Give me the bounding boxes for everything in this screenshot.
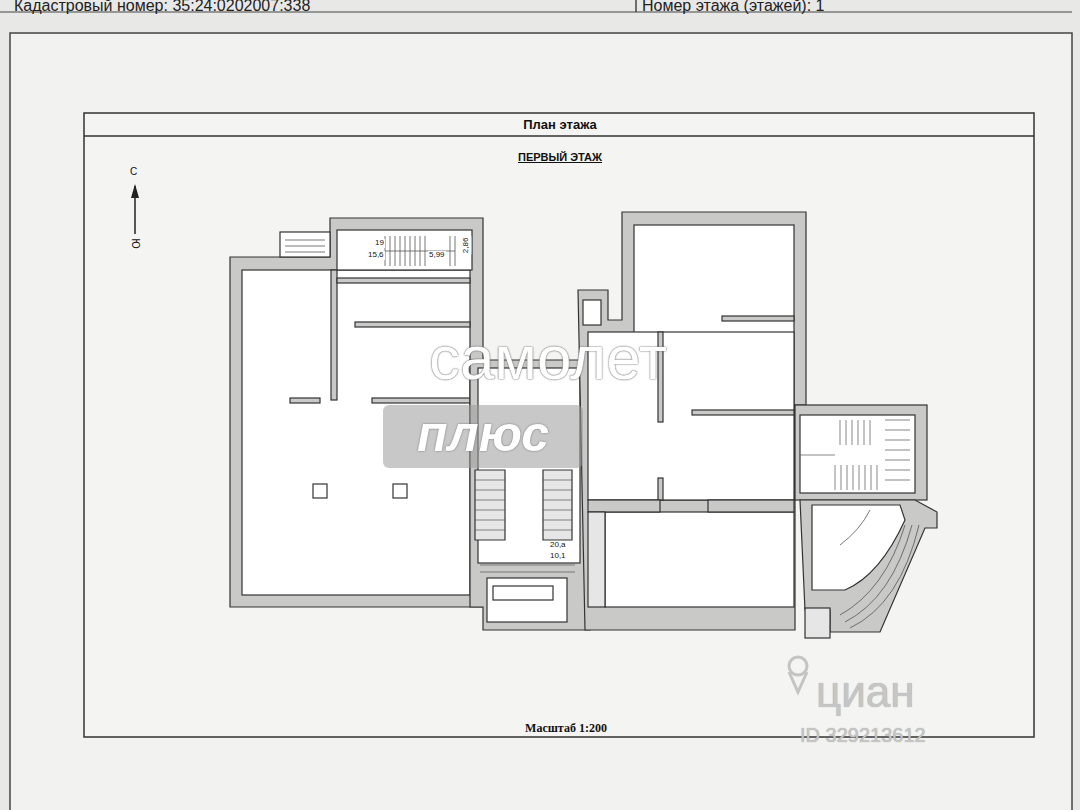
room-number: 20,а	[549, 541, 567, 550]
title-bar-line	[84, 135, 1034, 137]
watermark-id: ID 329213612	[800, 724, 926, 746]
watermark: циан	[816, 668, 915, 716]
watermark: плюс	[417, 407, 549, 462]
watermark: самолет	[429, 324, 667, 392]
plan-title: План этажа	[523, 118, 597, 132]
room-area: 10,1	[549, 552, 567, 561]
watermark-plate	[383, 405, 583, 468]
compass-letter: Ю	[130, 238, 141, 248]
floor-heading: ПЕРВЫЙ ЭТАЖ	[518, 151, 602, 163]
page-frame	[10, 33, 1072, 810]
room-number: 19	[374, 239, 385, 248]
scale-note: Масштаб 1:200	[525, 722, 607, 735]
pin-icon	[789, 657, 807, 692]
building	[230, 212, 937, 638]
dimension: 5,99	[428, 251, 446, 260]
cadastral-number: Кадастровый номер: 35:24:0202007:338	[14, 0, 310, 15]
room-area: 15,6	[367, 251, 385, 260]
compass-letter: С	[130, 166, 137, 177]
dimension: 2,86	[462, 237, 471, 255]
header-divider	[635, 0, 637, 12]
compass-head	[131, 184, 139, 198]
floor-number: Номер этажа (этажей): 1	[642, 0, 824, 15]
plan-frame	[84, 113, 1034, 737]
